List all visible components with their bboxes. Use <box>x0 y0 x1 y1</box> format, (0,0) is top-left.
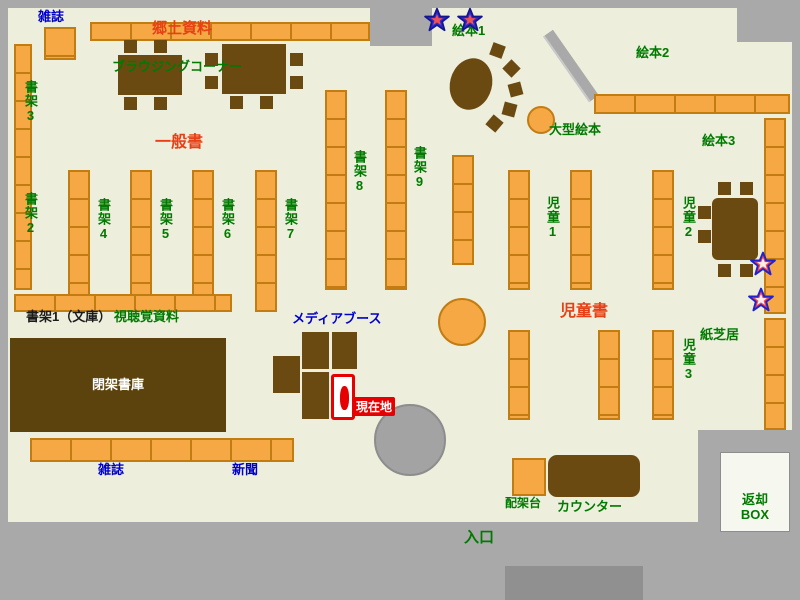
media-booth-unit <box>302 332 329 369</box>
children-books-label: 児童書 <box>560 303 609 320</box>
kamishibai-label: 紙芝居 <box>700 327 740 342</box>
shelf-4-label: 書架4 <box>95 198 111 242</box>
counter-label: カウンター <box>557 499 623 514</box>
closed-stacks-label: 閉架書庫 <box>91 376 144 392</box>
large-picture-books-stand <box>527 106 555 134</box>
children-1-label: 児童1 <box>544 196 560 240</box>
star-icon <box>748 287 774 312</box>
shelf-4-block <box>68 170 90 312</box>
magazines-bottom-label: 雑誌 <box>98 462 125 477</box>
shelf-7-block <box>255 170 277 312</box>
entrance-steps <box>505 566 643 600</box>
shelf-left-wall <box>14 44 32 290</box>
wall-top-pillar <box>370 0 432 46</box>
shelf-children1-b <box>570 170 592 290</box>
shelf-picture-books-top <box>594 94 790 114</box>
media-booth-unit <box>273 356 300 393</box>
sorting-shelf-label: 配架台 <box>505 496 542 510</box>
chair <box>698 230 711 243</box>
children-2-label: 児童2 <box>680 196 696 240</box>
chair <box>698 206 711 219</box>
shelf-9-block <box>385 90 407 290</box>
wall-top-right-corner <box>737 0 800 42</box>
shelf-9-label: 書架9 <box>411 146 427 190</box>
chair <box>718 264 731 277</box>
magazines-top-label: 雑誌 <box>38 9 65 24</box>
shelf-magazines-newspapers <box>30 438 294 462</box>
media-booth-unit <box>332 332 357 369</box>
newspapers-label: 新聞 <box>232 462 259 477</box>
chair <box>154 40 167 53</box>
closed-stacks-room: 閉架書庫 <box>10 338 226 432</box>
star-icon <box>457 7 483 32</box>
shelf-children2 <box>652 170 674 290</box>
star-icon <box>750 251 776 276</box>
shelf-local-materials <box>90 22 370 41</box>
local-materials-label: 郷土資料 <box>152 20 213 37</box>
chair <box>290 76 303 89</box>
children-3-label: 児童3 <box>680 338 696 382</box>
pillar <box>374 404 446 476</box>
shelf-6-label: 書架6 <box>219 198 235 242</box>
star-icon <box>424 7 450 32</box>
chair <box>260 96 273 109</box>
return-box-niche: 返却 BOX <box>720 452 790 532</box>
media-booth-unit <box>302 372 329 419</box>
shelf-2-label: 書架2 <box>22 192 38 236</box>
shelf-8-block <box>325 90 347 290</box>
large-picture-books-label: 大型絵本 <box>549 122 602 137</box>
return-box-label: 返却 BOX <box>740 492 770 523</box>
media-booth-label: メディアブース <box>292 311 382 326</box>
sorting-shelf-block <box>512 458 546 496</box>
current-location-label: 現在地 <box>353 397 396 416</box>
wall-bottom-band <box>0 522 800 600</box>
chair <box>124 40 137 53</box>
shelf-5-block <box>130 170 152 312</box>
current-location-dot <box>340 386 349 410</box>
shelf-right-wall-bottom <box>764 318 786 430</box>
shelf-1-bunko-label: 書架1（文庫） <box>26 309 112 324</box>
shelf-right-wall-top <box>764 118 786 314</box>
shelf-5-label: 書架5 <box>157 198 173 242</box>
current-location-booth <box>331 374 355 420</box>
browsing-table-2 <box>222 44 286 94</box>
entrance-label: 入口 <box>464 529 495 546</box>
shelf-middle-block <box>452 155 474 265</box>
chair <box>205 76 218 89</box>
shelf-children3-b <box>598 330 620 420</box>
shelf-6-block <box>192 170 214 312</box>
children-reading-table <box>712 198 758 260</box>
round-table <box>438 298 486 346</box>
shelf-8-label: 書架8 <box>351 150 367 194</box>
chair <box>230 96 243 109</box>
shelf-7-label: 書架7 <box>282 198 298 242</box>
counter-desk <box>548 455 640 497</box>
chair <box>740 264 753 277</box>
shelf-children3-c <box>652 330 674 420</box>
chair <box>205 53 218 66</box>
browsing-corner-label: ブラウジングコーナー <box>112 59 243 74</box>
picture-books-2-label: 絵本2 <box>636 45 670 60</box>
browsing-table-1 <box>118 55 182 95</box>
shelf-children3-a <box>508 330 530 420</box>
shelf-children1-a <box>508 170 530 290</box>
chair <box>740 182 753 195</box>
shelf-magazines-top <box>44 27 76 60</box>
audio-visual-label: 視聴覚資料 <box>114 309 180 324</box>
chair <box>124 97 137 110</box>
chair <box>290 53 303 66</box>
shelf-3-label: 書架3 <box>22 80 38 124</box>
shelf-audio-visual <box>14 294 232 312</box>
chair <box>154 97 167 110</box>
picture-books-3-label: 絵本3 <box>702 133 736 148</box>
chair <box>718 182 731 195</box>
general-books-label: 一般書 <box>155 134 204 151</box>
